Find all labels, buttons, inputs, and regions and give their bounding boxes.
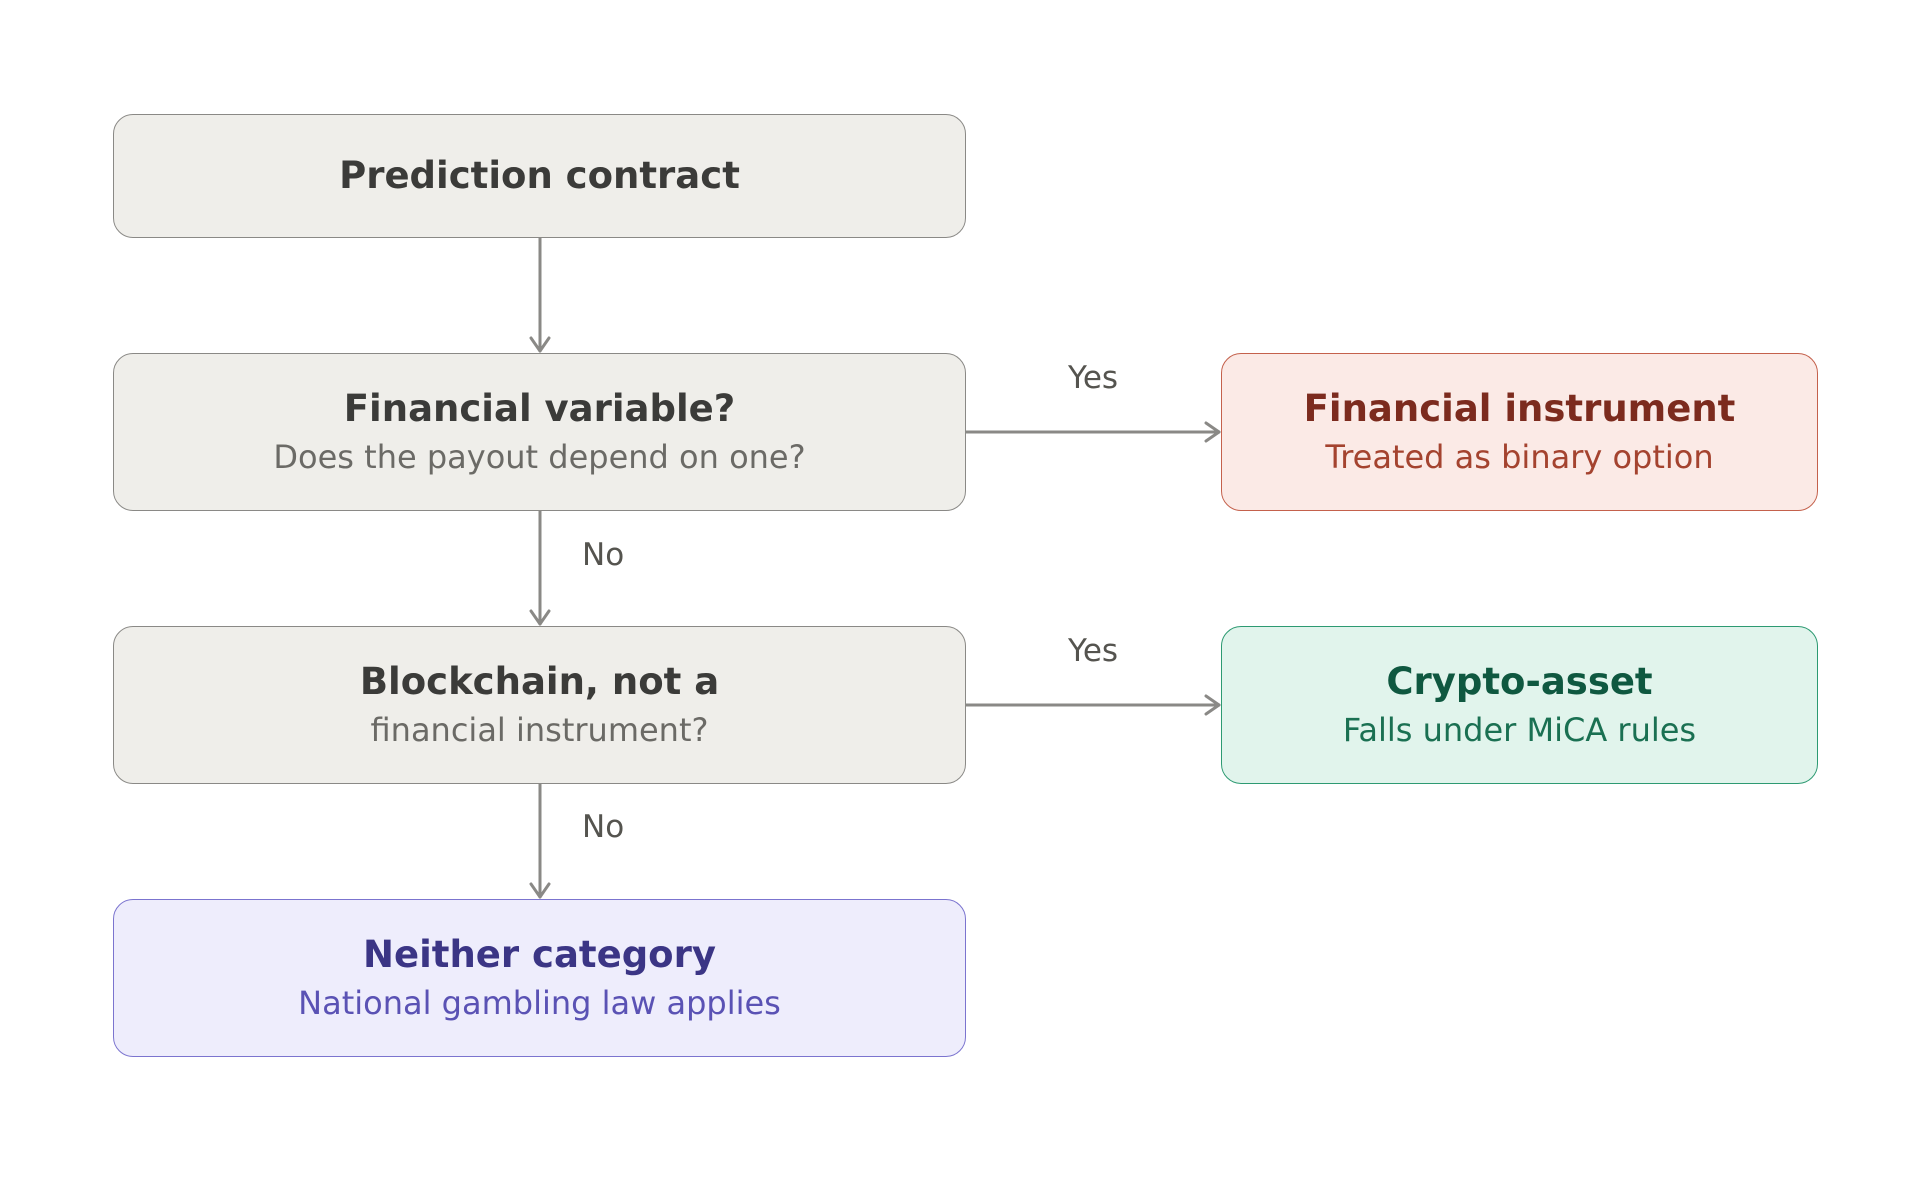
node-title: Financial instrument bbox=[1303, 386, 1736, 430]
arrowhead-q2-to-crypto bbox=[1204, 694, 1221, 716]
node-subtitle: Does the payout depend on one? bbox=[273, 438, 806, 477]
arrowhead-q1-to-financial bbox=[1204, 421, 1221, 443]
arrowhead-q2-to-neither bbox=[529, 882, 551, 899]
arrowhead-q1-to-q2 bbox=[529, 609, 551, 626]
node-prediction-contract: Prediction contract bbox=[113, 114, 966, 238]
node-financial-variable-question: Financial variable? Does the payout depe… bbox=[113, 353, 966, 511]
arrowhead-start-to-q1 bbox=[529, 336, 551, 353]
node-neither-category: Neither category National gambling law a… bbox=[113, 899, 966, 1057]
node-subtitle: Falls under MiCA rules bbox=[1342, 711, 1697, 750]
node-title: Crypto-asset bbox=[1386, 659, 1653, 703]
node-financial-instrument: Financial instrument Treated as binary o… bbox=[1221, 353, 1818, 511]
edge-label-no: No bbox=[582, 809, 625, 845]
node-subtitle: National gambling law applies bbox=[298, 984, 781, 1023]
node-subtitle: Treated as binary option bbox=[1325, 438, 1714, 477]
node-title: Financial variable? bbox=[343, 386, 736, 430]
node-subtitle: financial instrument? bbox=[370, 711, 709, 750]
edge-label-yes: Yes bbox=[1068, 360, 1119, 396]
edge-label-no: No bbox=[582, 537, 625, 573]
node-crypto-asset: Crypto-asset Falls under MiCA rules bbox=[1221, 626, 1818, 784]
edge-label-yes: Yes bbox=[1068, 633, 1119, 669]
node-blockchain-question: Blockchain, not a financial instrument? bbox=[113, 626, 966, 784]
node-title: Prediction contract bbox=[339, 153, 740, 197]
node-title: Neither category bbox=[363, 932, 716, 976]
node-title: Blockchain, not a bbox=[359, 659, 720, 703]
